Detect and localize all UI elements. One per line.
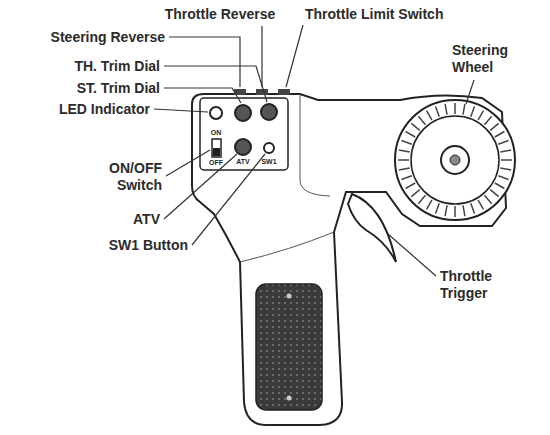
- leader-line: [154, 109, 208, 112]
- leader-line: [286, 25, 303, 87]
- grip-screw: [287, 294, 292, 299]
- throttle-trigger: [348, 194, 396, 262]
- led-indicator: [210, 107, 222, 119]
- wheel-tooth: [478, 200, 484, 210]
- wheel-tooth: [399, 150, 410, 152]
- part-label: ATV: [133, 211, 160, 228]
- wheel-tooth: [498, 141, 508, 145]
- on-off-switch: [212, 139, 221, 157]
- wheel-tooth: [406, 132, 416, 138]
- grip-texture: [256, 284, 322, 410]
- part-label: Throttle Reverse: [165, 6, 275, 23]
- th-trim-dial: [261, 104, 277, 120]
- wheel-tooth: [454, 103, 456, 114]
- control-panel: [200, 98, 288, 170]
- wheel-tooth: [406, 183, 416, 189]
- leader-line: [164, 154, 237, 219]
- leader-line: [166, 150, 210, 176]
- steering-wheel-screw: [450, 155, 460, 165]
- wheel-tooth: [500, 150, 511, 152]
- wheel-tooth: [427, 200, 433, 210]
- wheel-tooth: [399, 168, 410, 170]
- steering-wheel-grip: [398, 103, 512, 217]
- leader-line: [466, 80, 474, 104]
- wheel-tooth: [498, 176, 508, 180]
- part-label: Throttle Trigger: [440, 268, 516, 302]
- wheel-tooth: [445, 104, 447, 115]
- wheel-tooth: [478, 111, 484, 121]
- wheel-tooth: [398, 159, 409, 161]
- part-label: TH. Trim Dial: [74, 58, 160, 75]
- panel-marking: ATV: [236, 158, 249, 166]
- part-label: LED Indicator: [59, 101, 150, 118]
- leader-line: [261, 26, 262, 87]
- wheel-tooth: [418, 195, 425, 203]
- part-label: SW1 Button: [109, 237, 188, 254]
- atv-knob: [235, 139, 251, 155]
- wheel-tooth: [471, 203, 475, 213]
- throttle-limit-switch: [278, 89, 290, 95]
- wheel-tooth: [463, 205, 465, 216]
- part-label: Throttle Limit Switch: [305, 6, 443, 23]
- wheel-tooth: [401, 141, 411, 145]
- part-label: Steering Reverse: [51, 29, 165, 46]
- wheel-tooth: [495, 183, 505, 189]
- steering-wheel-rim: [395, 100, 515, 220]
- wheel-tooth: [445, 205, 447, 216]
- leader-line: [192, 154, 265, 245]
- wheel-tooth: [411, 123, 419, 130]
- part-label: Steering Wheel: [452, 42, 532, 76]
- wheel-tooth: [427, 111, 433, 121]
- panel-marking: OFF: [209, 159, 223, 167]
- wheel-tooth: [490, 190, 498, 197]
- st-trim-dial: [235, 105, 251, 121]
- wheel-tooth: [500, 168, 511, 170]
- part-label: ON/OFF Switch: [100, 160, 162, 194]
- part-label: ST. Trim Dial: [77, 80, 160, 97]
- sw1-button: [264, 143, 274, 153]
- wheel-tooth: [411, 190, 419, 197]
- panel-marking: ON: [211, 129, 222, 137]
- steering-wheel-hub: [411, 116, 499, 204]
- wheel-tooth: [418, 116, 425, 124]
- leader-line: [164, 88, 241, 103]
- wheel-tooth: [490, 123, 498, 130]
- leader-line: [388, 234, 436, 276]
- wheel-tooth: [454, 206, 456, 217]
- wheel-tooth: [471, 106, 475, 116]
- wheel-tooth: [485, 116, 492, 124]
- panel-marking: SW1: [261, 158, 276, 166]
- wheel-tooth: [436, 106, 440, 116]
- wheel-tooth: [501, 159, 512, 161]
- wheel-tooth: [495, 132, 505, 138]
- grip-screw: [287, 396, 292, 401]
- steering-wheel-center: [441, 146, 469, 174]
- wheel-tooth: [401, 176, 411, 180]
- leader-lines: [154, 25, 474, 276]
- leader-line: [164, 66, 267, 102]
- wheel-tooth: [436, 203, 440, 213]
- leader-line: [169, 37, 240, 87]
- wheel-tooth: [485, 195, 492, 203]
- throttle-reverse-switch: [256, 89, 268, 95]
- wheel-tooth: [463, 104, 465, 115]
- on-off-slider: [213, 148, 220, 156]
